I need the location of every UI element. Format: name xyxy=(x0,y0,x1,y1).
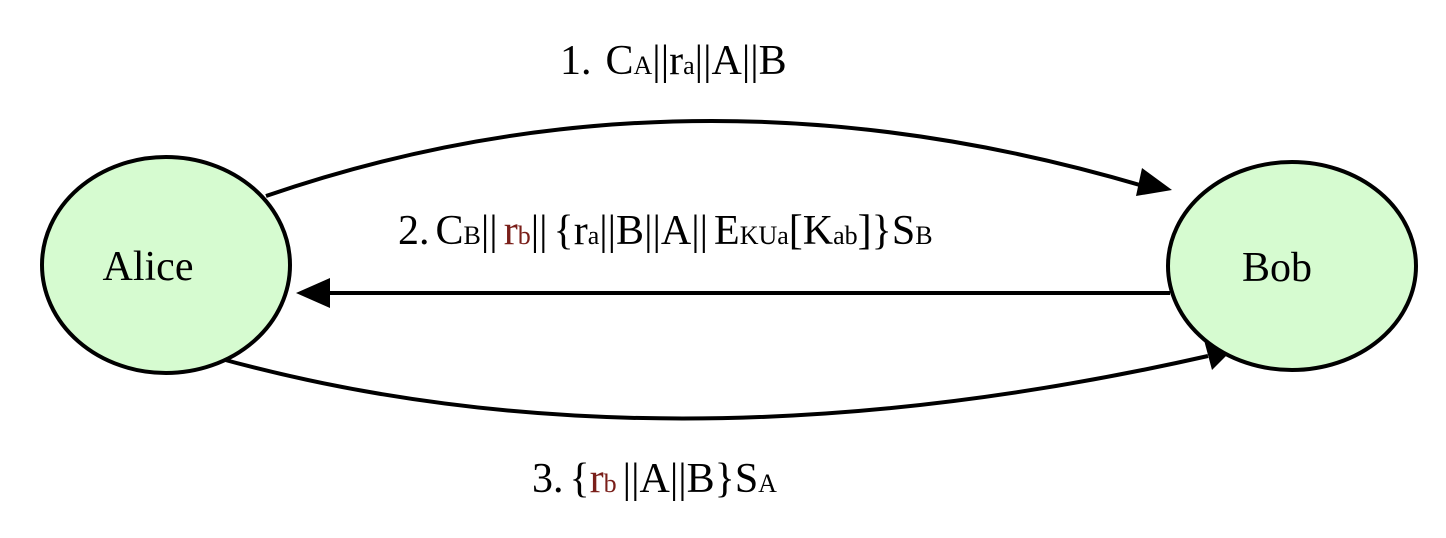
arrow-alice-to-bob-3 xyxy=(217,354,1209,421)
bob-label: Bob xyxy=(1242,245,1312,291)
arrow-alice-to-bob-1 xyxy=(265,118,1151,198)
arrowhead-2 xyxy=(296,278,330,308)
alice-node xyxy=(40,155,292,375)
bob-node xyxy=(1166,160,1418,372)
message-2-encryption: E xyxy=(714,208,740,254)
message-3-number: 3. xyxy=(532,456,564,502)
message-1-cert: C xyxy=(605,38,634,84)
message-3-signature: S xyxy=(734,456,759,502)
message-2-number: 2. xyxy=(398,208,430,254)
message-1: 1.CA||ra||A||B xyxy=(560,38,787,84)
message-3: 3.{rb||A||B}SA xyxy=(532,456,777,502)
message-2-nonce-a: r xyxy=(573,208,588,254)
message-2-cert: C xyxy=(435,208,464,254)
alice-label: Alice xyxy=(103,244,194,290)
message-3-nonce-b: r xyxy=(589,456,604,502)
message-1-nonce: r xyxy=(669,38,684,84)
message-2: 2.CB||rb||{ra||B||A||EKUa[Kab]}SB xyxy=(398,208,933,254)
arrowhead-1 xyxy=(1136,168,1172,196)
message-1-number: 1. xyxy=(560,38,592,84)
message-2-key: K xyxy=(802,208,834,254)
message-2-signature: S xyxy=(891,208,916,254)
message-2-nonce-b: r xyxy=(503,208,518,254)
